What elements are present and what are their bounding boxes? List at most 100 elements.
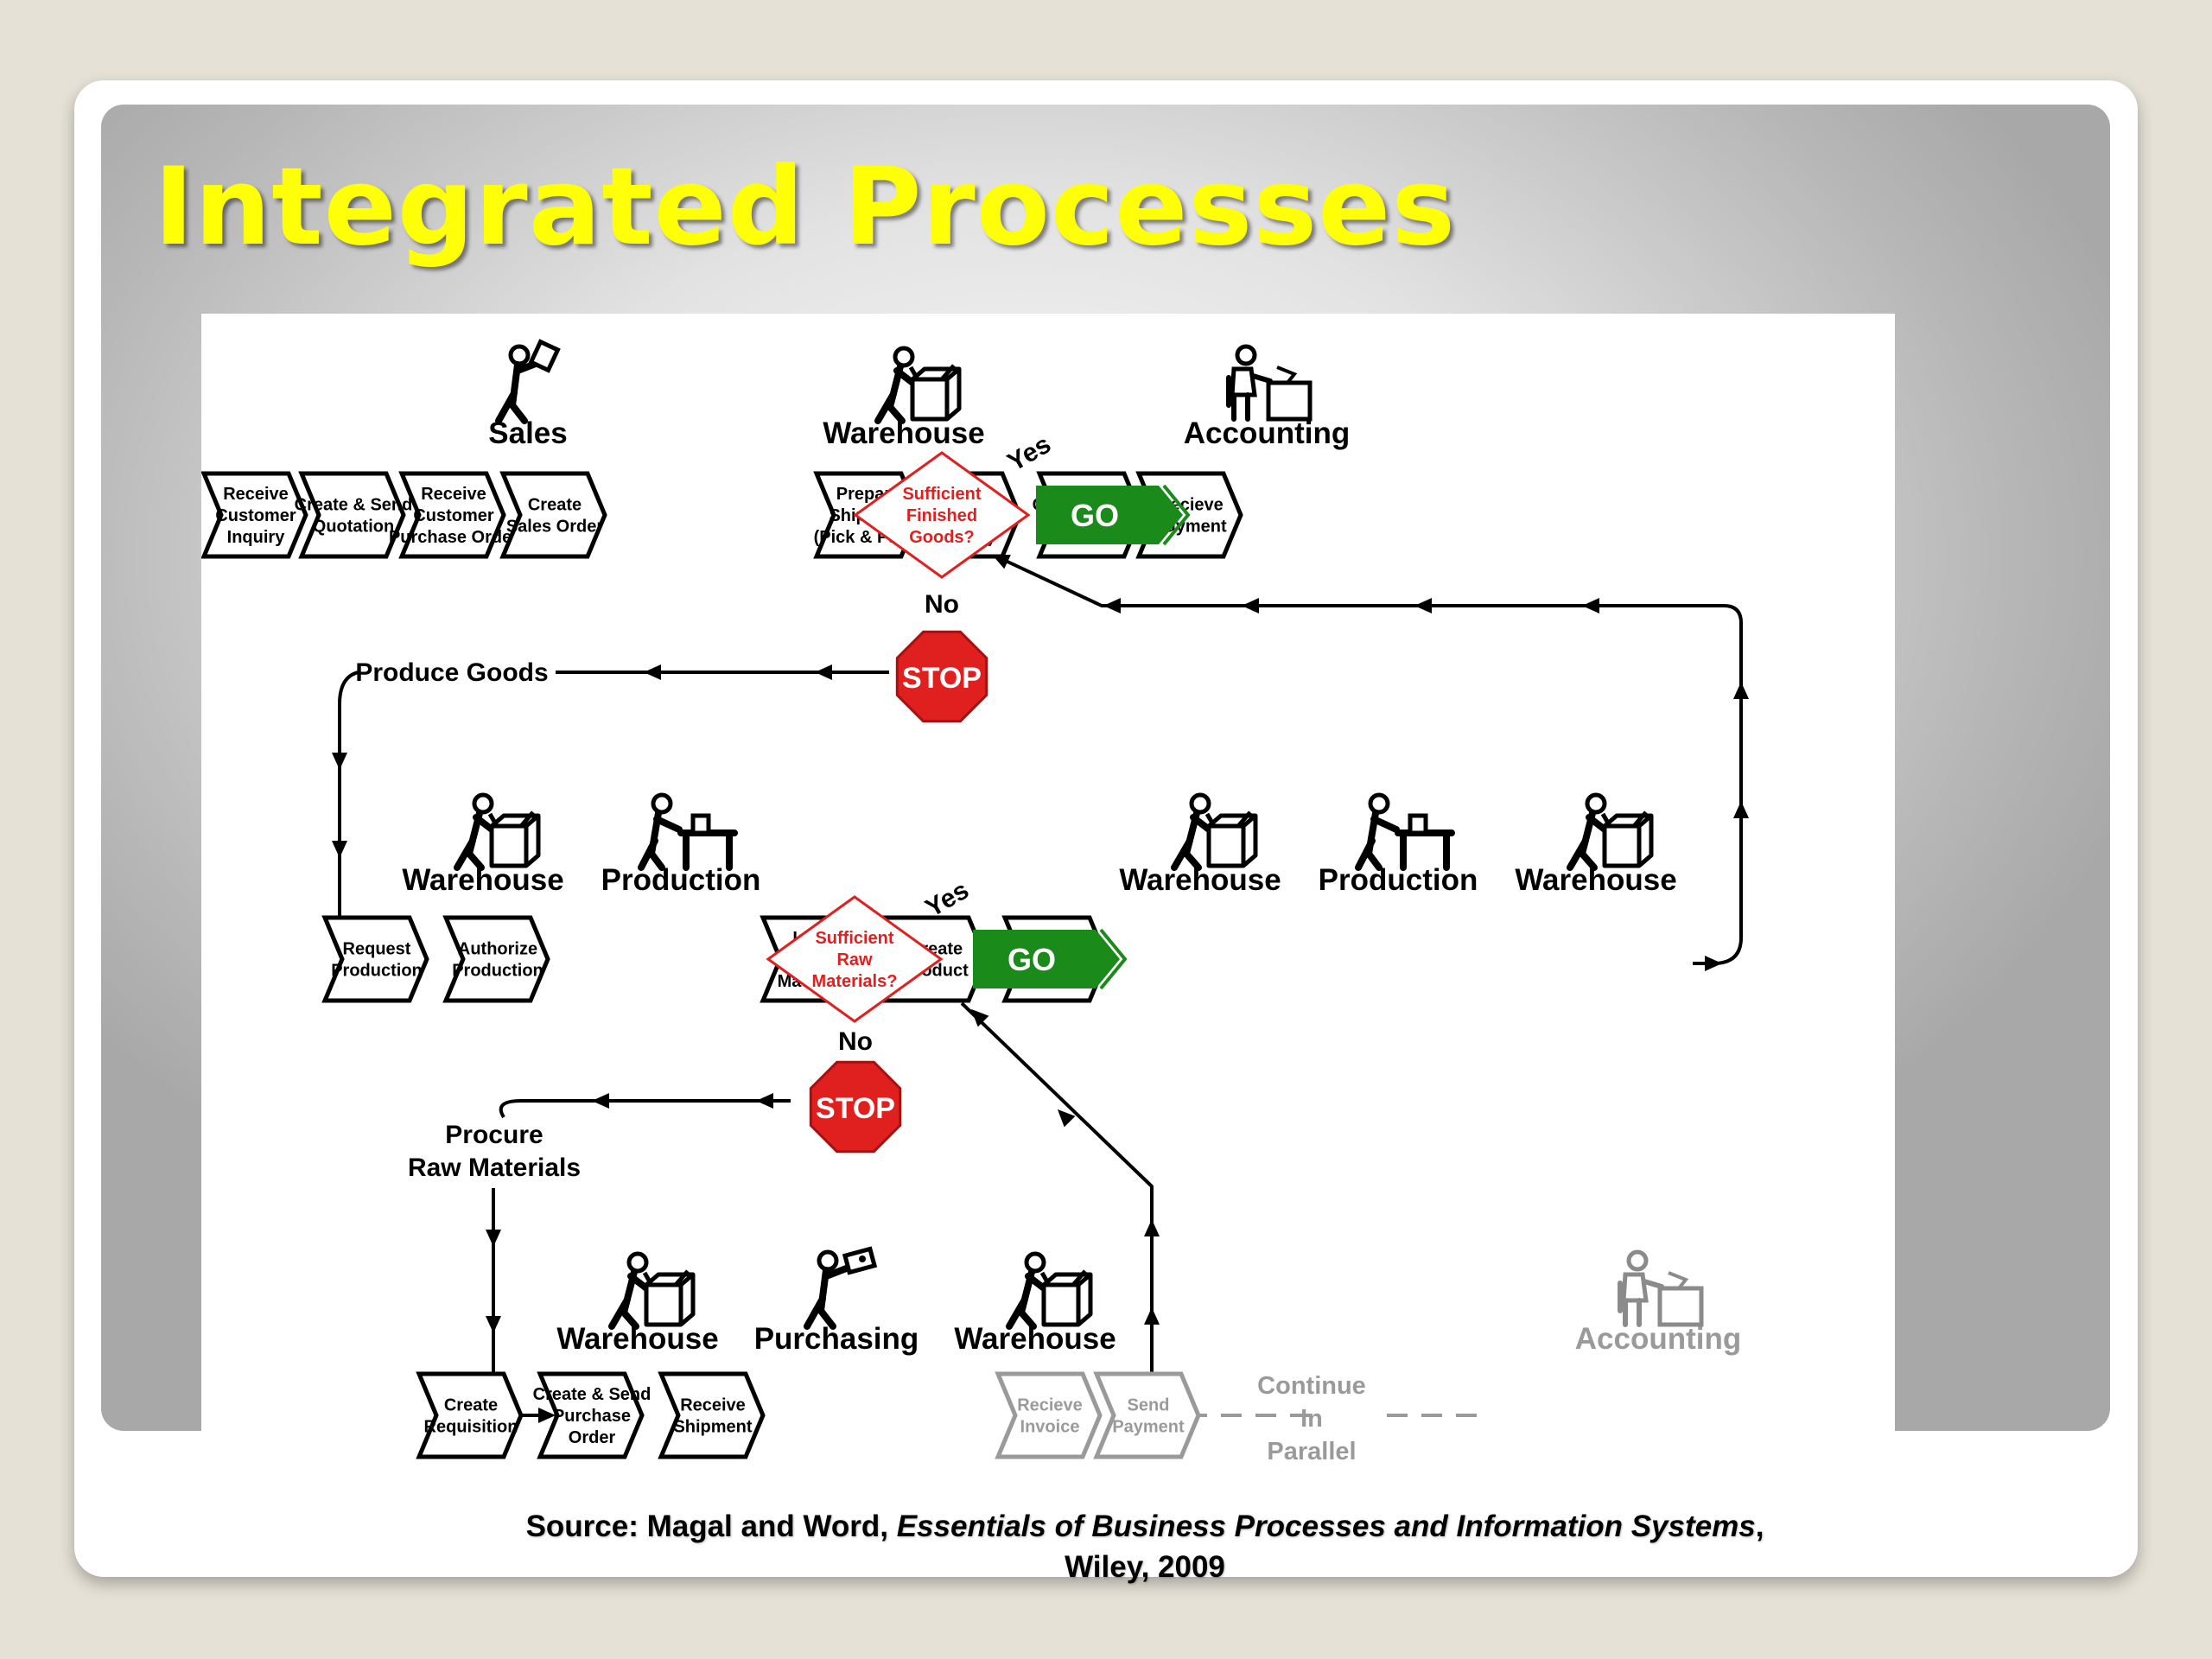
accountant-icon	[1229, 346, 1310, 419]
role-group: Warehouse	[402, 795, 564, 897]
step-text: Shipment	[673, 1418, 752, 1437]
role-group: Accounting	[1184, 346, 1350, 450]
arrow-head	[1144, 1219, 1160, 1236]
purchaser-icon	[807, 1249, 874, 1326]
role-label: Warehouse	[823, 416, 984, 450]
step-text: Invoice	[1020, 1418, 1080, 1437]
step-chevron	[416, 1371, 524, 1459]
role-label: Purchasing	[754, 1322, 919, 1356]
step-text: Recieve	[1017, 1396, 1083, 1415]
role-group: Warehouse	[1119, 795, 1281, 897]
decision-diamond	[853, 451, 1031, 579]
role-label: Warehouse	[1119, 863, 1281, 897]
step-text: Receive	[223, 485, 289, 504]
stop-octagon	[809, 1060, 902, 1154]
arrow-head	[1144, 1307, 1160, 1325]
step-text: Customer	[215, 506, 296, 525]
role-group: Warehouse	[556, 1254, 719, 1356]
arrow-head	[1733, 801, 1749, 818]
role-label: Accounting	[1575, 1322, 1741, 1356]
step-text: Production	[331, 962, 423, 981]
role-label: Warehouse	[1515, 863, 1676, 897]
continue-label: Continue	[1257, 1372, 1366, 1400]
step-chevron	[537, 1371, 645, 1459]
role-label: Warehouse	[556, 1322, 718, 1356]
production-worker-icon	[1358, 795, 1452, 868]
role-label: Production	[1319, 863, 1478, 897]
role-group: Sales	[488, 342, 568, 450]
arrow-head	[644, 664, 661, 680]
step-text: Requisition	[424, 1418, 518, 1437]
warehouse-worker-icon	[1174, 795, 1255, 868]
source-suffix: , Wiley, 2009	[1065, 1510, 1764, 1584]
step-chevron	[201, 471, 308, 559]
role-label: Warehouse	[402, 863, 563, 897]
step-chevron	[658, 1371, 766, 1459]
finished-goods-return-line	[994, 554, 1743, 965]
role-group: Production	[601, 795, 761, 897]
source-book-title: Essentials of Business Processes and Inf…	[896, 1510, 1756, 1543]
decision-text: Materials?	[812, 972, 898, 991]
arrow-head	[332, 841, 347, 858]
go-label: GO	[1007, 942, 1056, 977]
produce-goods-label: Produce Goods	[355, 658, 548, 687]
stop-sign: STOP	[809, 1060, 902, 1154]
warehouse-worker-icon	[1570, 795, 1651, 868]
arrow-head	[1057, 1109, 1076, 1128]
step-text: Inquiry	[227, 528, 286, 547]
stop-label: STOP	[902, 662, 982, 695]
step-text: Purchase Order	[389, 528, 518, 547]
warehouse-worker-icon	[457, 795, 538, 868]
decision-text: Goods?	[909, 528, 975, 547]
step-text: Request	[343, 940, 411, 959]
decision-text: Finished	[906, 506, 977, 525]
step-text: Create & Send	[533, 1385, 652, 1404]
accountant-icon	[1620, 1252, 1701, 1325]
role-label: Production	[601, 863, 761, 897]
step-text: Sales Order	[506, 518, 604, 537]
arrow-head	[815, 664, 832, 680]
step-text: Order	[569, 1428, 616, 1447]
step-text: Send	[1128, 1396, 1170, 1415]
warehouse-worker-icon	[612, 1254, 693, 1326]
role-group: Purchasing	[754, 1249, 919, 1356]
stop-octagon	[895, 630, 988, 723]
role-label: Accounting	[1184, 416, 1350, 450]
decision-text: Raw	[836, 950, 873, 969]
arrow-head	[486, 1230, 501, 1247]
slide-title: Integrated Processes	[154, 145, 1457, 270]
procure-raw-line	[499, 1099, 791, 1119]
step-text: Payment	[1112, 1418, 1185, 1437]
warehouse-worker-icon	[1009, 1254, 1090, 1326]
salesperson-icon	[499, 342, 557, 421]
decision-text: Sufficient	[902, 485, 981, 504]
role-group: Warehouse	[1515, 795, 1677, 897]
decision-diamond	[766, 895, 944, 1023]
step-text: Create & Send	[295, 496, 413, 515]
yes-label: Yes	[1003, 430, 1056, 477]
arrow-head	[1705, 956, 1722, 971]
arrow-head	[486, 1316, 501, 1333]
go-arrow-tip	[1162, 484, 1191, 546]
arrow-head	[1582, 598, 1599, 613]
go-arrow	[1036, 486, 1183, 544]
role-group: Warehouse	[954, 1254, 1116, 1356]
source-citation: Source: Magal and Word, Essentials of Bu…	[484, 1506, 1806, 1587]
arrow-head	[756, 1093, 773, 1109]
role-group: Production	[1319, 795, 1478, 897]
step-text: Receive	[680, 1396, 746, 1415]
role-group: Accounting	[1575, 1252, 1741, 1356]
production-worker-icon	[641, 795, 734, 868]
stop-label: STOP	[816, 1092, 895, 1125]
step-chevron	[398, 471, 506, 559]
